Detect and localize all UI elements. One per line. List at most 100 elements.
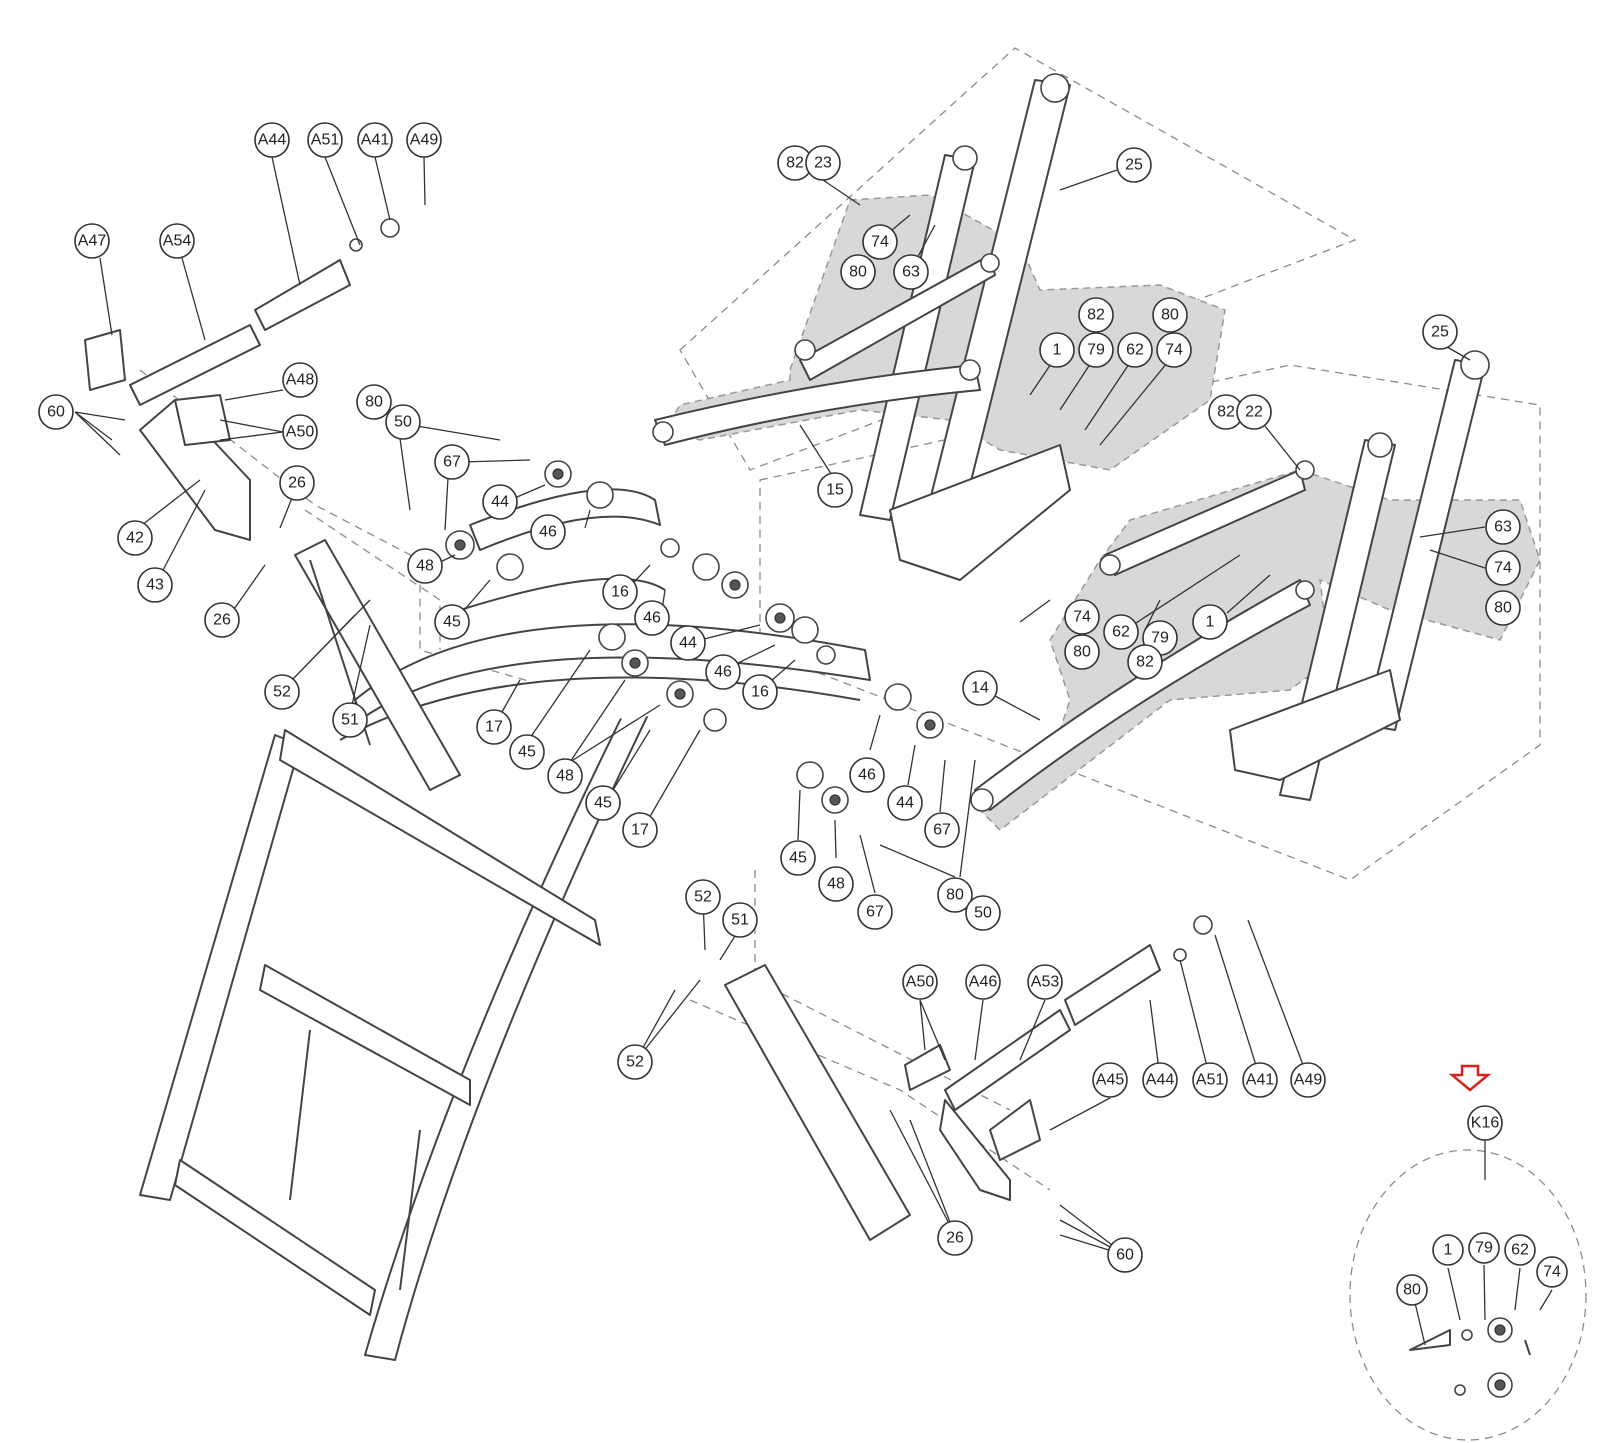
svg-text:60: 60 <box>47 404 65 421</box>
svg-text:44: 44 <box>491 494 509 511</box>
svg-text:79: 79 <box>1087 342 1105 359</box>
svg-text:46: 46 <box>714 664 732 681</box>
callout-44-c: 44 <box>482 484 518 520</box>
callout-balloons: A44 A51 A41 A49 A47 A54 A48 A50 60 42 43… <box>38 122 1568 1306</box>
svg-text:46: 46 <box>539 524 557 541</box>
svg-text:A46: A46 <box>969 974 998 991</box>
svg-text:A51: A51 <box>1196 1072 1225 1089</box>
callout-80-d: 80 <box>937 877 973 913</box>
svg-text:63: 63 <box>902 264 920 281</box>
svg-text:1: 1 <box>1053 342 1062 359</box>
callout-46-d: 46 <box>705 654 741 690</box>
svg-text:50: 50 <box>394 414 412 431</box>
svg-text:K16: K16 <box>1471 1115 1500 1132</box>
leader-lines <box>74 156 1553 1346</box>
svg-text:52: 52 <box>694 889 712 906</box>
svg-text:82: 82 <box>1217 404 1235 421</box>
callout-51-left: 51 <box>332 702 368 738</box>
svg-text:67: 67 <box>933 822 951 839</box>
svg-text:80: 80 <box>1403 1282 1421 1299</box>
callout-79-a: 79 <box>1078 332 1114 368</box>
left-components <box>84 259 461 791</box>
callout-62-b: 62 <box>1103 614 1139 650</box>
callout-25-a: 25 <box>1116 147 1152 183</box>
callout-a41-top: A41 <box>357 122 393 158</box>
callout-16-a: 16 <box>602 574 638 610</box>
callout-22: 22 <box>1236 394 1272 430</box>
svg-text:50: 50 <box>974 905 992 922</box>
svg-text:80: 80 <box>365 394 383 411</box>
svg-text:A44: A44 <box>1146 1072 1175 1089</box>
callout-k16-62: 62 <box>1504 1234 1536 1266</box>
svg-text:74: 74 <box>1165 342 1183 359</box>
callout-82-a: 82 <box>1078 297 1114 333</box>
svg-text:63: 63 <box>1494 519 1512 536</box>
svg-text:67: 67 <box>443 454 461 471</box>
callout-46-b: 46 <box>634 600 670 636</box>
callout-67-d: 67 <box>924 812 960 848</box>
svg-text:62: 62 <box>1126 342 1144 359</box>
callout-52-r1: 52 <box>685 879 721 915</box>
callout-45-b: 45 <box>509 734 545 770</box>
callout-a53: A53 <box>1027 964 1063 1000</box>
callout-k16-1: 1 <box>1432 1234 1464 1266</box>
callout-45-d: 45 <box>780 840 816 876</box>
callout-25-b: 25 <box>1422 314 1458 350</box>
svg-text:80: 80 <box>1494 600 1512 617</box>
svg-text:82: 82 <box>1136 654 1154 671</box>
svg-text:74: 74 <box>1073 609 1091 626</box>
svg-text:52: 52 <box>626 1054 644 1071</box>
kit-marker-arrow-icon <box>1448 1064 1492 1092</box>
svg-text:67: 67 <box>866 904 884 921</box>
svg-text:45: 45 <box>594 795 612 812</box>
svg-text:16: 16 <box>751 684 769 701</box>
svg-text:44: 44 <box>896 795 914 812</box>
callout-48-b: 48 <box>547 758 583 794</box>
callout-a50-right: A50 <box>902 964 938 1000</box>
svg-text:80: 80 <box>1161 307 1179 324</box>
callout-74-b: 74 <box>1156 332 1192 368</box>
callout-44-b: 44 <box>670 625 706 661</box>
svg-text:A41: A41 <box>1246 1072 1275 1089</box>
callout-63-a: 63 <box>893 254 929 290</box>
svg-text:A48: A48 <box>286 372 315 389</box>
callout-a50-left: A50 <box>282 414 318 450</box>
callout-74-a: 74 <box>862 224 898 260</box>
svg-text:A49: A49 <box>1294 1072 1323 1089</box>
svg-text:A50: A50 <box>906 974 935 991</box>
svg-text:16: 16 <box>611 584 629 601</box>
svg-text:74: 74 <box>1543 1264 1561 1281</box>
callout-k16-74: 74 <box>1536 1256 1568 1288</box>
shaded-link-regions <box>663 194 1541 831</box>
callout-80-f: 80 <box>1064 634 1100 670</box>
callout-14: 14 <box>962 670 998 706</box>
svg-text:1: 1 <box>1444 1242 1453 1259</box>
svg-text:25: 25 <box>1431 324 1449 341</box>
callout-62-a: 62 <box>1117 332 1153 368</box>
svg-text:46: 46 <box>858 767 876 784</box>
svg-text:15: 15 <box>826 482 844 499</box>
callout-26-l2: 26 <box>204 602 240 638</box>
svg-text:60: 60 <box>1116 1247 1134 1264</box>
svg-text:A44: A44 <box>258 132 287 149</box>
svg-text:A50: A50 <box>286 424 315 441</box>
svg-text:82: 82 <box>786 155 804 172</box>
svg-text:80: 80 <box>849 264 867 281</box>
callout-48-d: 48 <box>818 866 854 902</box>
callout-67-e: 67 <box>857 894 893 930</box>
pedal-arm-lower <box>970 350 1490 812</box>
callout-48-c: 48 <box>407 548 443 584</box>
callout-a51-top: A51 <box>307 122 343 158</box>
svg-text:26: 26 <box>288 475 306 492</box>
svg-text:14: 14 <box>971 680 989 697</box>
svg-text:51: 51 <box>341 712 359 729</box>
callout-k16: K16 <box>1467 1105 1503 1141</box>
callout-43: 43 <box>137 567 173 603</box>
pedal-arm-upper <box>652 73 1071 581</box>
main-frame <box>139 488 871 1361</box>
callout-80-c: 80 <box>356 384 392 420</box>
callout-45-c2: 45 <box>585 785 621 821</box>
callout-a47: A47 <box>74 223 110 259</box>
callout-80-b: 80 <box>1152 297 1188 333</box>
